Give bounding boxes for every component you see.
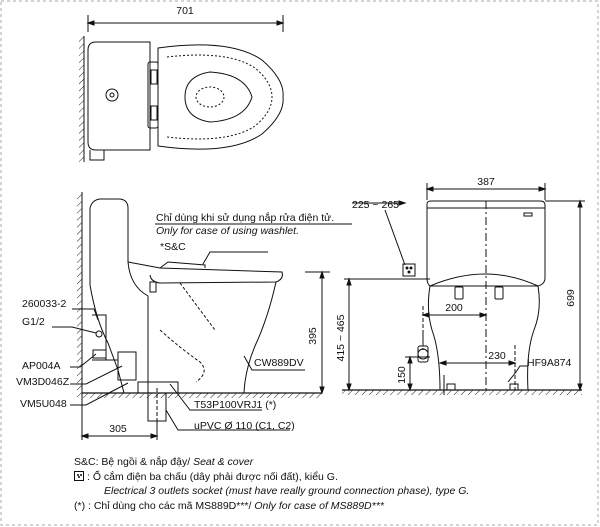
dim-230: 230 [488,350,506,362]
label-260033: 260033-2 [22,298,67,310]
tank-outline-top [87,41,151,151]
bowl-front-side [243,281,277,394]
flush-button-top [105,88,119,102]
dim-395: 395 [307,327,319,345]
leader-sc [202,251,268,265]
seat-side [127,261,283,284]
top-view: 701 [79,5,285,162]
dim-225-265: 225 ~ 265 [352,199,399,211]
outlet-icon [74,470,84,481]
seat-outline-top [157,44,284,150]
dim-701: 701 [176,5,194,17]
dim-200: 200 [445,302,463,314]
dim-415-465: 415 ~ 465 [335,314,347,361]
outlet-port-side [149,281,157,293]
note-sc: S&C: Bệ ngồi & nắp đậy/ Seat & cover [74,456,254,468]
wall-hatch-side [77,192,82,398]
legend-notes: S&C: Bệ ngồi & nắp đậy/ Seat & cover : Ổ… [74,455,594,513]
floor-hatch-side [82,393,322,398]
side-view: 395 305 *S&C Chỉ dùng khi sử dụng nắp rử… [16,192,352,440]
dim-150: 150 [396,366,408,384]
washlet-note-en: Only for case of using washlet. [156,225,299,237]
label-cw889dv: CW889DV [254,357,304,369]
tank-front [426,200,546,287]
trap-hidden-side [159,329,205,383]
note-star: (*) : Chỉ dùng cho các mã MS889D***/ Onl… [74,499,384,512]
bowl-left-front [427,285,441,391]
dim-387: 387 [477,176,495,188]
label-hf9a874: HF9A874 [527,357,572,369]
body-back-side [89,208,125,394]
supply-pipe-side [92,314,107,361]
floor-hatch-front [342,390,582,395]
label-vm3d: VM3D046Z [16,376,70,388]
front-view: 387 225 ~ 265 699 415 ~ 465 200 [335,176,585,395]
valve-side [117,351,137,381]
label-upvc: uPVC Ø 110 (C1, C2) [194,420,295,432]
label-sc: *S&C [160,241,186,253]
note-outlet: : Ổ cắm điện ba chấu (dây phải được nối … [74,470,594,485]
washlet-note-vi: Chỉ dùng khi sử dụng nắp rửa điện tử. [156,211,334,224]
seat-top-front [429,273,539,287]
outlet-symbol-front [402,263,416,277]
label-g12: G1/2 [22,316,45,328]
label-ap004a: AP004A [22,360,61,372]
seat-cover-side [159,261,206,269]
bowl-opening-top [184,71,253,123]
label-t53p: T53P100VRJ1 (*) [194,399,276,411]
note-outlet-en: Electrical 3 outlets socket (must have r… [104,485,470,497]
dim-699: 699 [565,289,577,307]
dim-305: 305 [109,423,127,435]
flange-side [137,381,179,394]
tank-back-side [89,198,149,393]
wall-hatch-top [79,36,84,162]
button-front [523,212,533,217]
label-vm5u: VM5U048 [20,398,67,410]
base-foot-top [89,150,105,161]
bowl-right-front [527,285,540,391]
